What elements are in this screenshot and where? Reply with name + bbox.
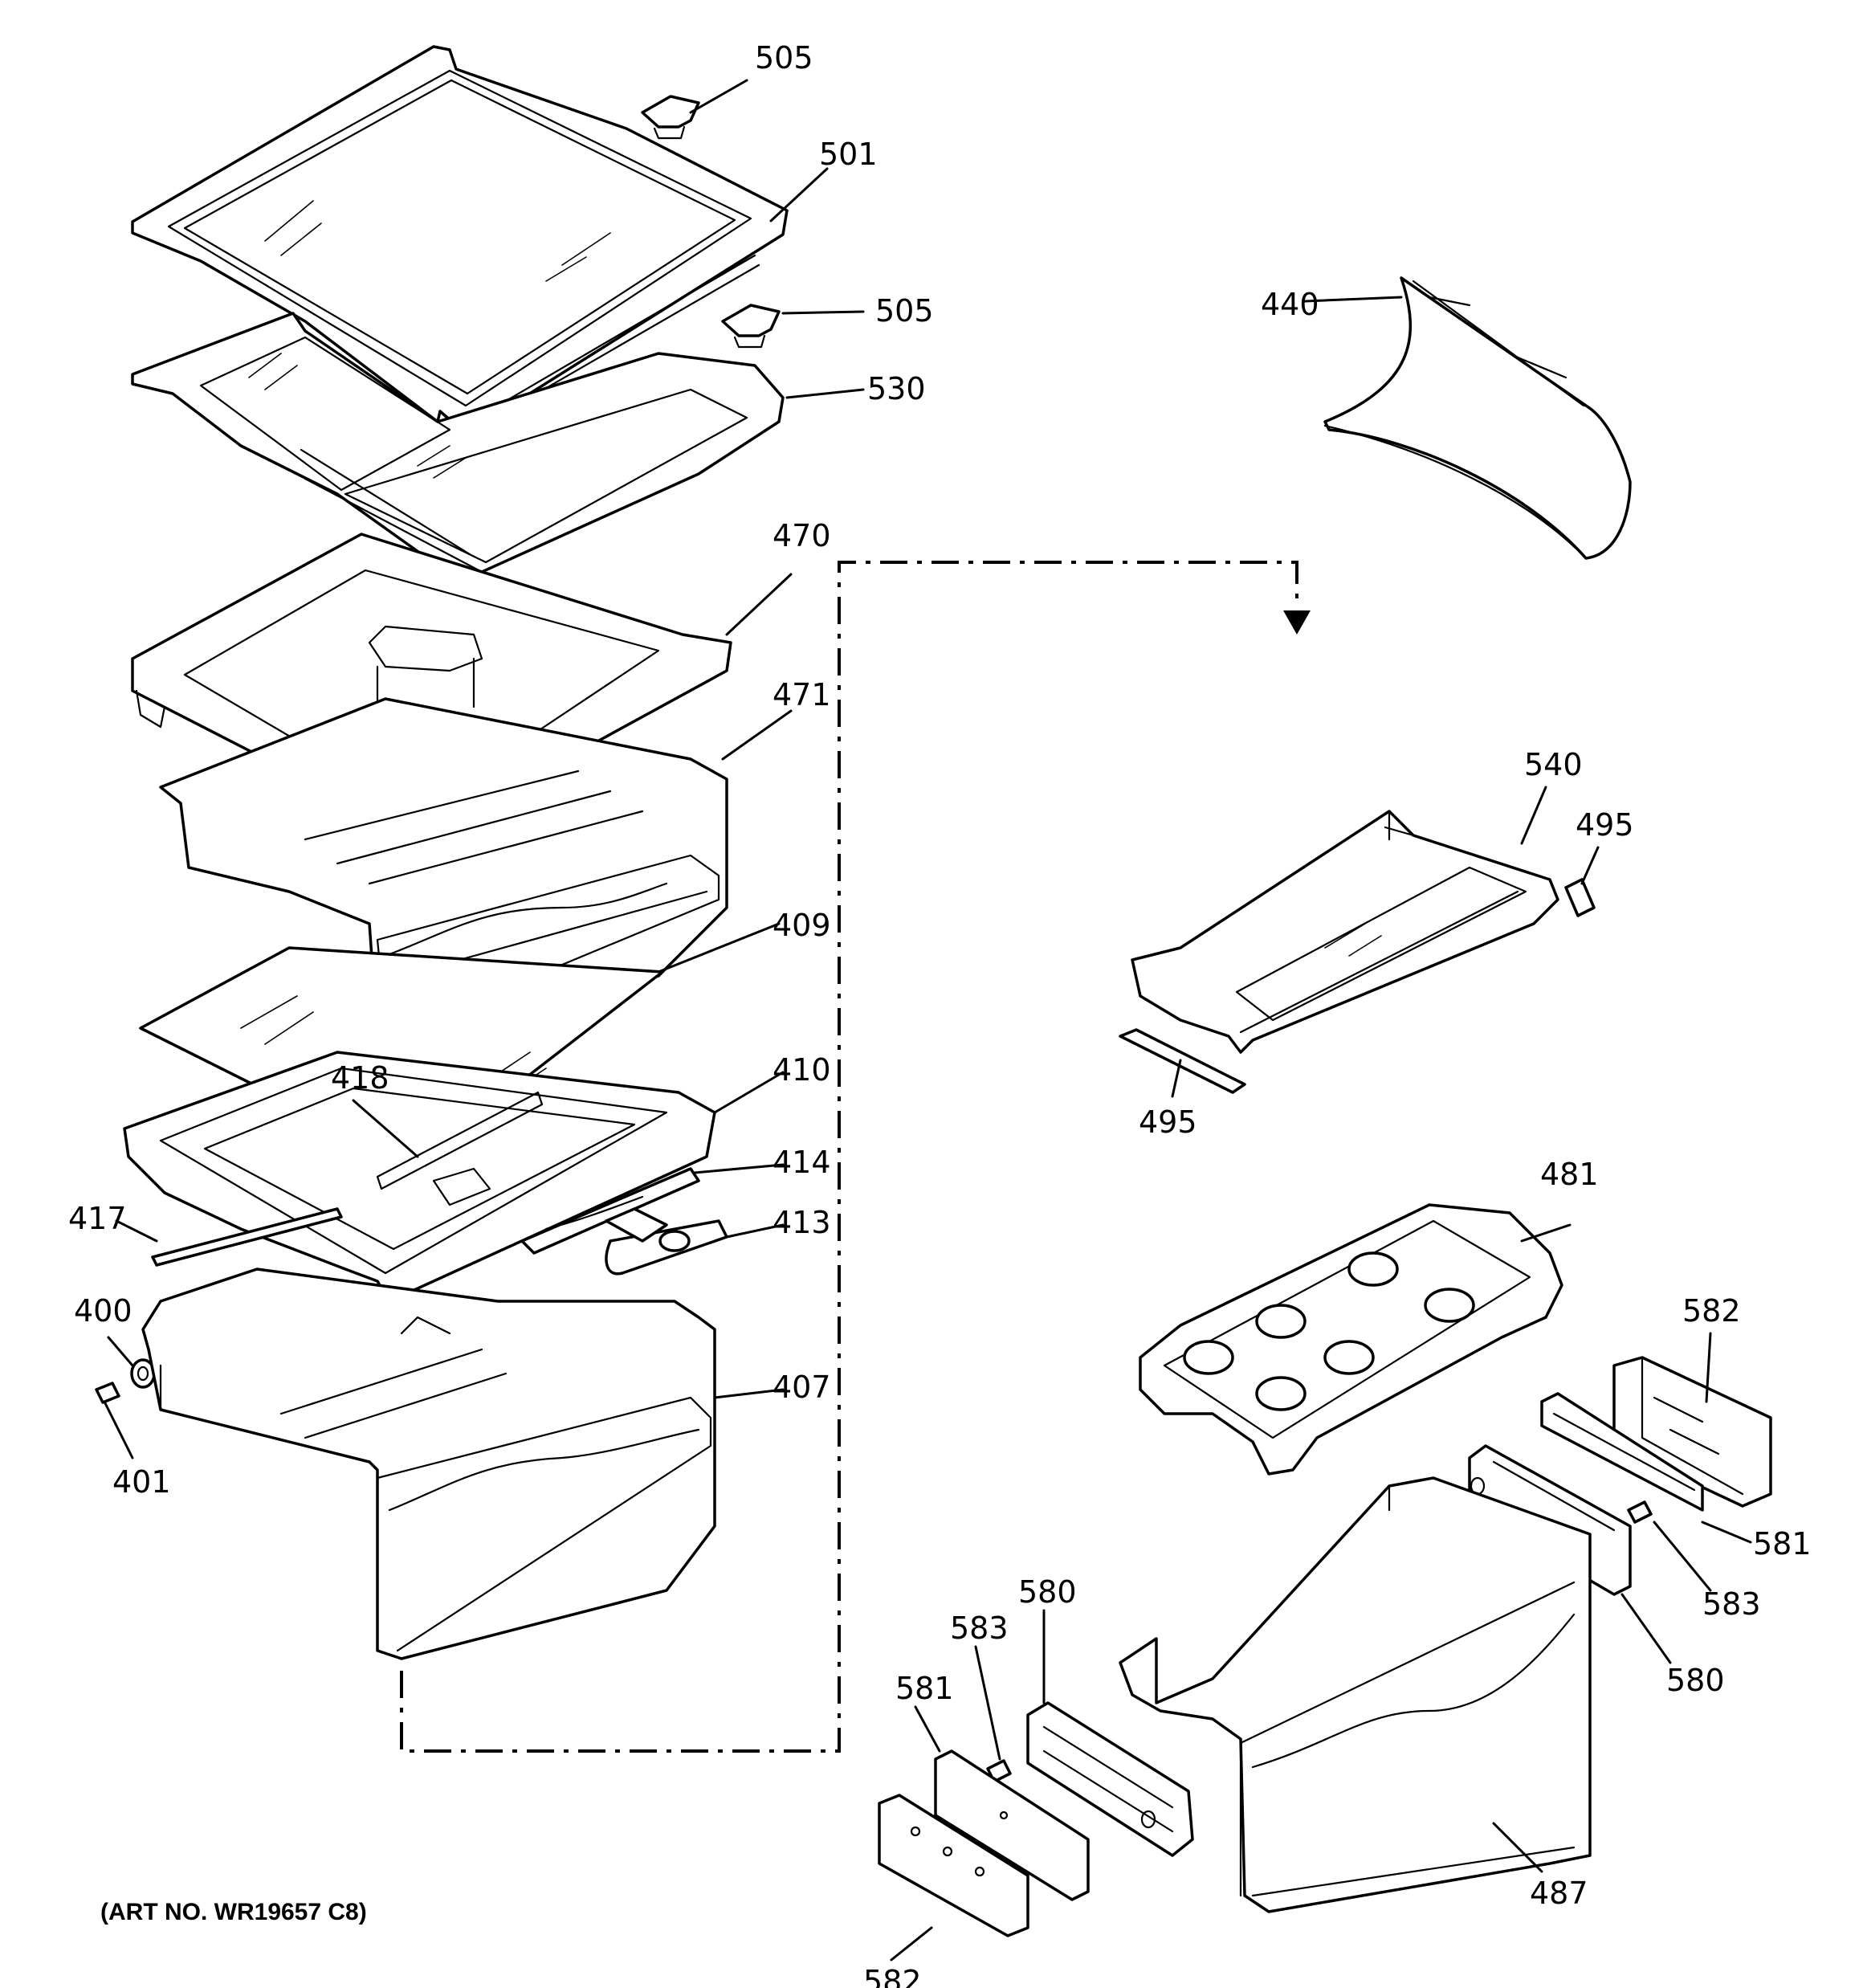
callout-409: 409 <box>773 908 831 943</box>
part-580-bracket-left <box>1026 1701 1194 1857</box>
part-481-egg-tray <box>1139 1203 1563 1476</box>
part-582-end-cap-bottom <box>878 1794 1029 1937</box>
callout-505-top: 505 <box>755 40 813 76</box>
part-505-clip-middle <box>721 304 781 349</box>
part-440-deflector <box>1323 276 1632 560</box>
callout-418: 418 <box>331 1060 389 1096</box>
part-581-rail-right <box>1540 1392 1704 1512</box>
callout-407: 407 <box>773 1370 831 1405</box>
part-540-shelf <box>1131 810 1559 1054</box>
callout-487: 487 <box>1530 1876 1588 1911</box>
part-413-control <box>605 1207 728 1276</box>
callout-495-right: 495 <box>1576 807 1634 843</box>
part-487-deli-drawer <box>1119 1476 1592 1913</box>
callout-583-left: 583 <box>950 1610 1009 1646</box>
part-495-strip-right <box>1564 878 1596 917</box>
callout-414: 414 <box>773 1145 831 1180</box>
callout-410: 410 <box>773 1052 831 1088</box>
callout-581-left: 581 <box>895 1671 954 1706</box>
callout-labels: 505 501 505 530 440 470 471 409 418 410 … <box>68 40 1812 1988</box>
callout-583-right: 583 <box>1702 1586 1761 1622</box>
callout-495-left: 495 <box>1139 1104 1197 1140</box>
part-407-crisper-drawer <box>141 1268 716 1660</box>
callout-530: 530 <box>867 371 926 406</box>
part-583-screw-right <box>1627 1500 1653 1524</box>
part-471-pan-drawer <box>159 697 728 1042</box>
callout-413: 413 <box>773 1205 831 1240</box>
part-495-strip-left <box>1119 1028 1246 1094</box>
part-501-glass-shelf <box>131 45 789 435</box>
callout-581-right: 581 <box>1753 1526 1812 1561</box>
callout-582-bottom: 582 <box>863 1964 922 1988</box>
art-number: (ART NO. WR19657 C8) <box>100 1899 367 1925</box>
callout-580-left: 580 <box>1018 1574 1077 1610</box>
part-505-clip-top <box>641 95 700 140</box>
part-530-shelf-frame <box>131 312 785 592</box>
callout-417: 417 <box>68 1201 127 1236</box>
callout-471: 471 <box>773 677 831 712</box>
part-401-screw <box>95 1382 120 1404</box>
leader-lines <box>103 79 1752 1961</box>
callout-540: 540 <box>1524 747 1583 782</box>
callout-501: 501 <box>819 137 878 172</box>
part-417-rod <box>151 1207 343 1267</box>
arrow-down-icon <box>1283 610 1311 635</box>
part-581-rail-left <box>934 1749 1090 1901</box>
callout-580-right: 580 <box>1666 1663 1725 1698</box>
callout-440: 440 <box>1261 287 1319 322</box>
assembly-boundary <box>400 561 1311 1753</box>
callout-582-right: 582 <box>1682 1293 1741 1329</box>
callout-505-mid: 505 <box>875 293 934 329</box>
callout-401: 401 <box>112 1464 171 1500</box>
callout-470: 470 <box>773 518 831 553</box>
callout-400: 400 <box>74 1293 132 1329</box>
part-414-slider <box>520 1167 700 1255</box>
callout-481: 481 <box>1540 1157 1599 1192</box>
